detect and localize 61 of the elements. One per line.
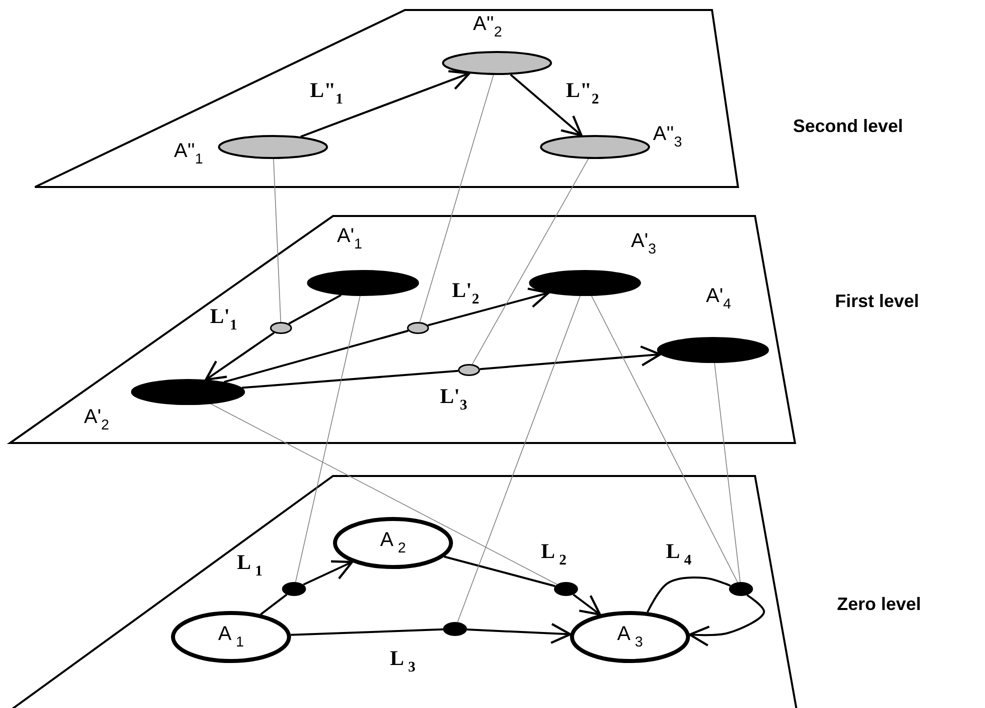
level-label: Second level — [793, 117, 904, 135]
arrow — [688, 594, 765, 646]
projection-line — [591, 296, 738, 583]
level-plane — [35, 10, 738, 187]
ellipse-node — [540, 135, 650, 159]
connector-line — [224, 330, 408, 383]
edge-label: L'$_{1}$ — [210, 306, 238, 334]
junction-dot — [282, 582, 306, 596]
projection-line — [210, 404, 558, 585]
ellipse-node — [307, 270, 419, 296]
arrow — [428, 288, 550, 326]
junction-dot — [554, 582, 578, 596]
connector-line — [646, 576, 731, 613]
connector-line — [444, 556, 556, 588]
arrow — [302, 560, 354, 586]
projection-line — [295, 296, 360, 582]
ellipse-node — [529, 270, 641, 296]
edge-label: L'$_{3}$ — [440, 386, 468, 414]
ellipse-node — [171, 611, 291, 663]
projection-line — [273, 158, 282, 322]
edge-label: L $_{1}$ — [237, 552, 262, 580]
arrow — [572, 594, 602, 616]
ellipse-node — [333, 517, 453, 569]
junction-dot — [729, 582, 753, 596]
projection-line — [714, 362, 741, 582]
projection-line — [457, 296, 581, 623]
edge-label: L $_{3}$ — [390, 648, 416, 676]
node-label: A'$_{3}$ — [631, 231, 656, 257]
node-label: A''$_{3}$ — [653, 124, 682, 150]
projection-line — [472, 158, 589, 365]
level-label: First level — [835, 292, 920, 310]
junction-dot — [443, 622, 467, 636]
node-label: A $_{1}$ — [218, 624, 244, 650]
arrow — [466, 622, 572, 644]
arrow — [204, 332, 275, 381]
ellipse-node — [131, 379, 245, 405]
edge-label: L $_{4}$ — [666, 541, 692, 568]
connector-line — [288, 294, 342, 325]
node-label: A $_{2}$ — [380, 530, 406, 556]
level-label: Zero level — [837, 595, 922, 613]
arrow — [510, 74, 583, 136]
node-label: A $_{3}$ — [617, 624, 643, 650]
node-label: A'$_{1}$ — [337, 226, 362, 252]
connector-line — [260, 594, 288, 616]
arrow — [300, 70, 470, 138]
connector-line — [290, 628, 444, 636]
node-label: A'$_{4}$ — [706, 286, 732, 312]
edge-label: L"$_{2}$ — [566, 80, 600, 108]
node-label: A'$_{2}$ — [84, 407, 110, 433]
ellipse-node — [657, 337, 769, 363]
ellipse-node — [570, 611, 690, 663]
ellipse-node — [218, 135, 328, 159]
projection-line — [419, 74, 494, 322]
ellipse-node — [442, 51, 552, 75]
connector-line — [242, 370, 458, 389]
edge-label: L'$_{2}$ — [452, 280, 480, 308]
node-label: A''$_{1}$ — [174, 141, 203, 167]
node-label: A''$_{2}$ — [473, 14, 502, 40]
edge-label: L $_{2}$ — [541, 541, 566, 568]
edge-label: L"$_{1}$ — [310, 80, 344, 108]
arrow — [480, 345, 662, 370]
